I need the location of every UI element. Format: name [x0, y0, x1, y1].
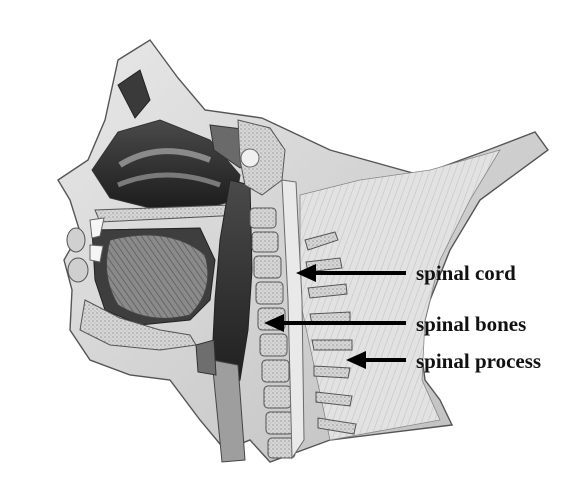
vertebra — [262, 360, 289, 382]
spinous-process — [314, 366, 350, 378]
spinal-cord-label: spinal cord — [416, 261, 516, 285]
vertebra — [254, 256, 281, 278]
spinal-process-label: spinal process — [416, 349, 541, 373]
vertebra — [268, 438, 295, 458]
vertebra — [264, 386, 291, 408]
vertebra — [252, 232, 278, 252]
vertebra — [260, 334, 287, 356]
spinal-bones-label: spinal bones — [416, 312, 526, 336]
oral-cavity — [92, 228, 215, 325]
vertebra — [266, 412, 293, 434]
vertebra — [256, 282, 283, 304]
spinous-process — [312, 340, 352, 350]
tongue — [106, 235, 207, 318]
vertebra — [250, 208, 276, 228]
